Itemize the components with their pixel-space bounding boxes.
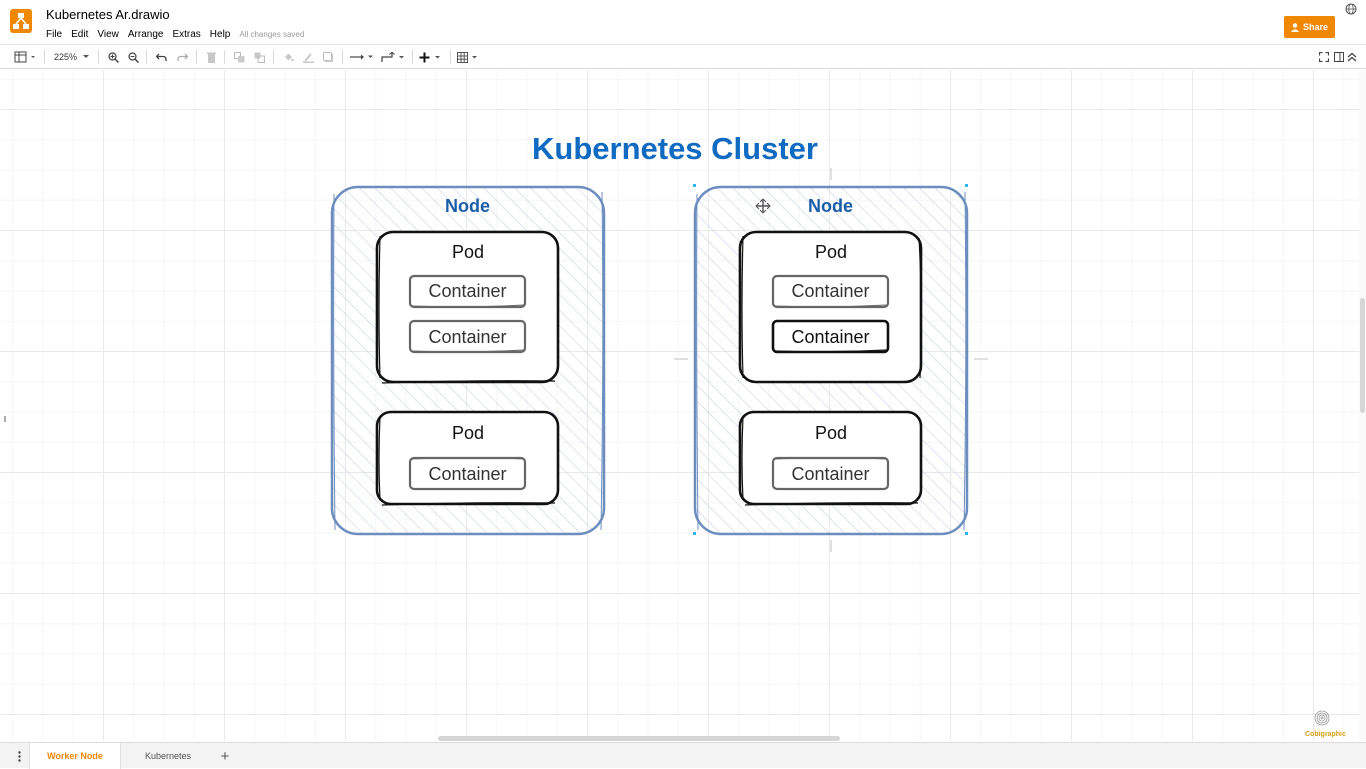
zoom-dropdown-icon[interactable] [82, 50, 90, 64]
container-label[interactable]: Container [428, 464, 507, 484]
sidebar-resize-handle[interactable] [4, 416, 6, 422]
panel-toggle-icon[interactable] [1333, 50, 1345, 64]
zoom-level[interactable]: 225% [54, 52, 78, 62]
horizontal-scrollbar-thumb[interactable] [438, 736, 840, 741]
zoom-in-icon[interactable] [107, 50, 119, 64]
to-back-icon[interactable] [253, 50, 265, 64]
drawio-logo-icon[interactable] [10, 9, 32, 33]
tab-kubernetes[interactable]: Kubernetes [144, 751, 192, 761]
pod-label[interactable]: Pod [452, 242, 485, 262]
watermark: Cobigraphic [1305, 710, 1346, 738]
toolbar-separator [146, 50, 147, 64]
add-page-button[interactable]: + [220, 747, 230, 765]
pod-label[interactable]: Pod [815, 242, 848, 262]
watermark-text: Cobigraphic [1305, 731, 1346, 738]
toolbar-separator [412, 50, 413, 64]
menu-arrange[interactable]: Arrange [127, 29, 164, 40]
collapse-icon[interactable] [1346, 50, 1358, 64]
redo-icon[interactable] [176, 50, 188, 64]
menu-help[interactable]: Help [209, 29, 231, 40]
container-label[interactable]: Container [791, 281, 870, 301]
fill-color-icon[interactable] [282, 50, 294, 64]
share-button[interactable]: Share [1284, 16, 1335, 38]
fullscreen-icon[interactable] [1318, 50, 1330, 64]
menu-extras[interactable]: Extras [172, 29, 201, 40]
menu-edit[interactable]: Edit [71, 29, 89, 40]
zoom-out-icon[interactable] [127, 50, 139, 64]
format-panel-icon[interactable] [13, 50, 37, 64]
toolbar-separator [224, 50, 225, 64]
toolbar-separator [98, 50, 99, 64]
undo-icon[interactable] [155, 50, 167, 64]
share-label: Share [1302, 22, 1328, 32]
table-icon[interactable] [457, 50, 479, 64]
vertical-scrollbar-thumb[interactable] [1360, 298, 1365, 413]
shadow-icon[interactable] [322, 50, 334, 64]
user-icon [1290, 22, 1299, 32]
globe-icon[interactable] [1345, 3, 1357, 15]
toolbar: 225% [0, 44, 1366, 69]
node-label[interactable]: Node [445, 196, 490, 216]
save-status: All changes saved [239, 30, 305, 39]
diagram-title[interactable]: Kubernetes Cluster [532, 131, 818, 166]
fingerprint-icon [1314, 710, 1330, 726]
line-color-icon[interactable] [302, 50, 314, 64]
menu-file[interactable]: File [46, 29, 63, 40]
toolbar-separator [196, 50, 197, 64]
container-label[interactable]: Container [791, 464, 870, 484]
delete-icon[interactable] [205, 50, 217, 64]
insert-icon[interactable] [419, 50, 443, 64]
tab-worker-node[interactable]: Worker Node [29, 743, 121, 769]
connection-icon[interactable] [350, 50, 374, 64]
container-label[interactable]: Container [428, 327, 507, 347]
to-front-icon[interactable] [233, 50, 245, 64]
toolbar-separator [273, 50, 274, 64]
node-label[interactable]: Node [808, 196, 853, 216]
diagram-canvas[interactable] [0, 70, 1359, 741]
container-label[interactable]: Container [791, 327, 870, 347]
pod-label[interactable]: Pod [452, 423, 485, 443]
page-tabs-bar: Worker Node Kubernetes + [0, 742, 1366, 769]
toolbar-separator [44, 50, 45, 64]
file-title[interactable]: Kubernetes Ar.drawio [46, 7, 170, 22]
menu-view[interactable]: View [97, 29, 119, 40]
pod-label[interactable]: Pod [815, 423, 848, 443]
pages-menu-icon[interactable] [12, 743, 26, 769]
app-header: Kubernetes Ar.drawio File Edit View Arra… [0, 0, 1366, 44]
menubar: File Edit View Arrange Extras Help All c… [46, 28, 304, 41]
waypoints-icon[interactable] [381, 50, 405, 64]
container-label[interactable]: Container [428, 281, 507, 301]
toolbar-separator [342, 50, 343, 64]
toolbar-separator [450, 50, 451, 64]
